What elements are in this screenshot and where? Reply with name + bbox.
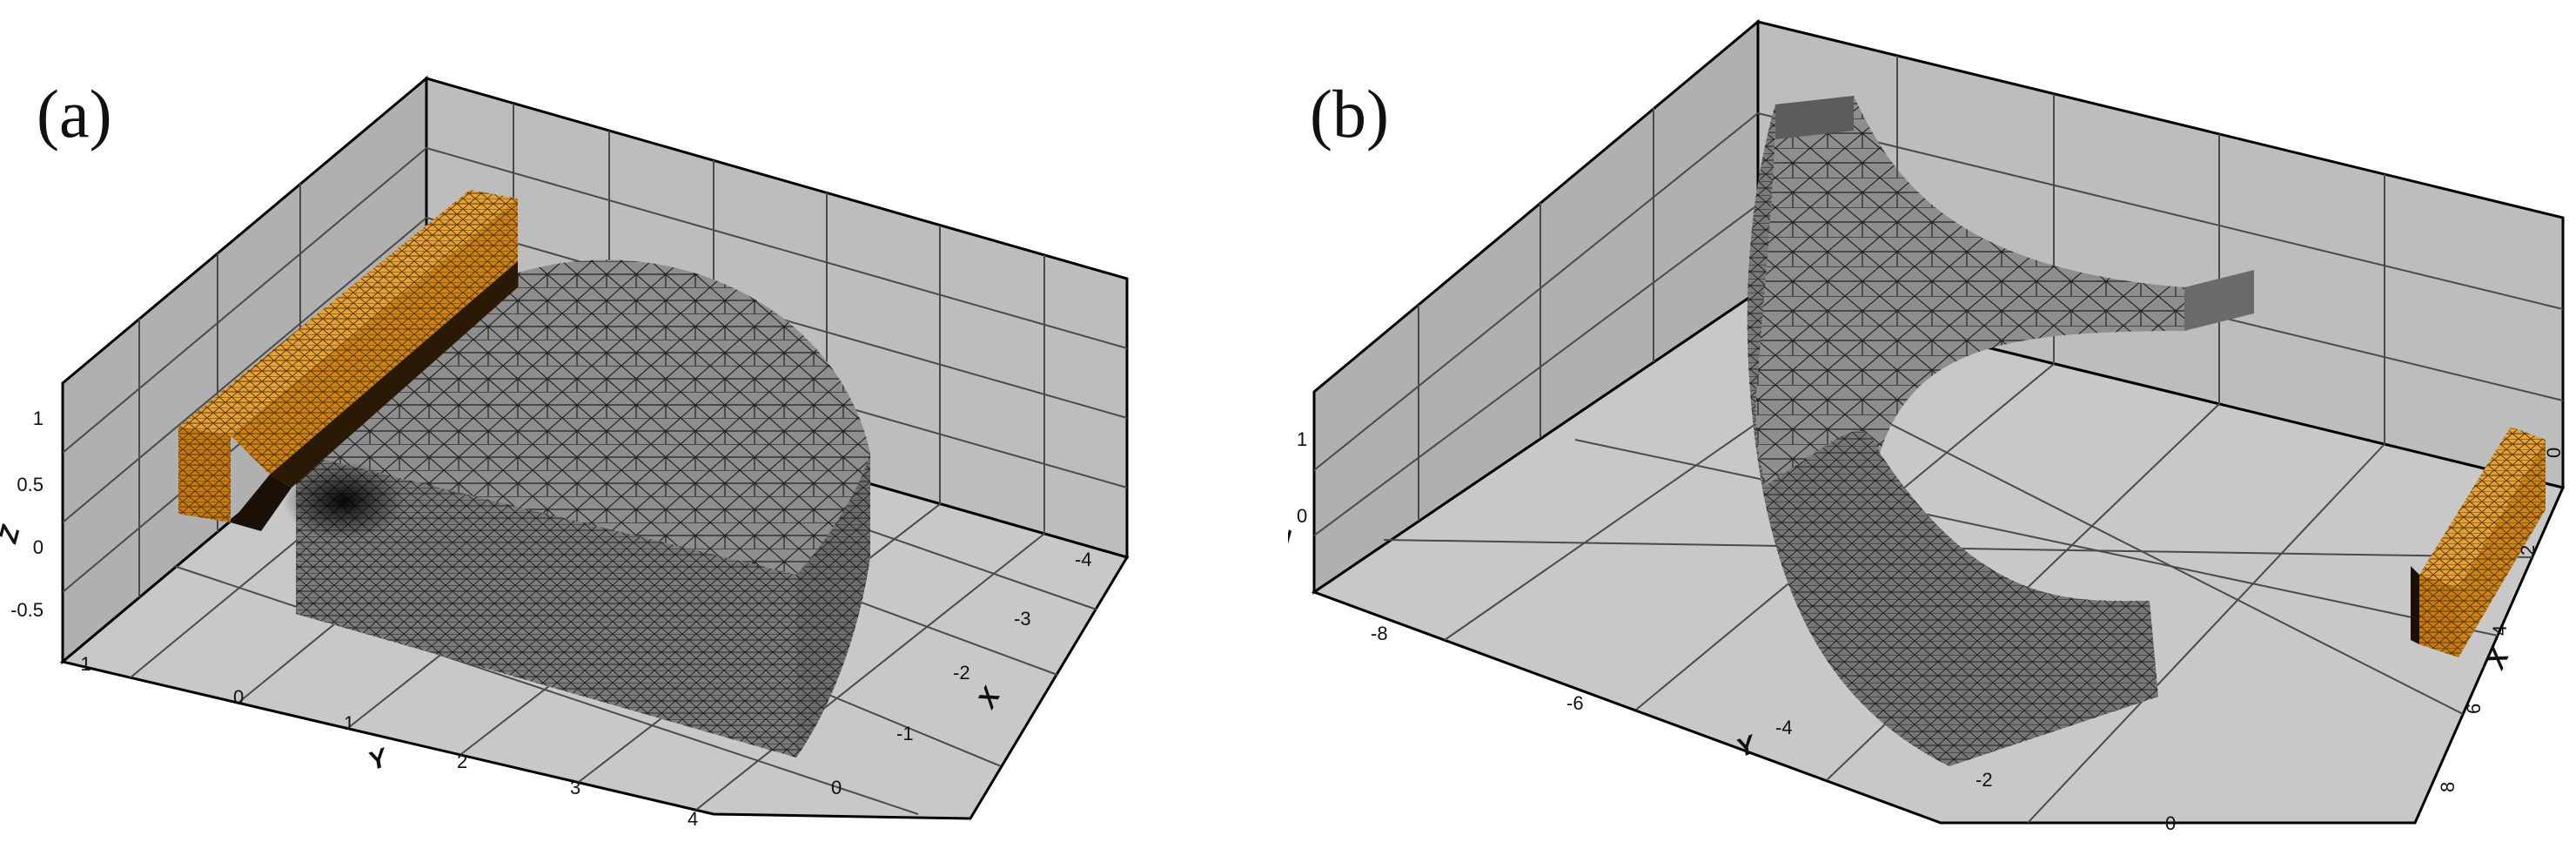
panel-a: (a) — [0, 75, 1130, 830]
tick-x-b-2: 4 — [2489, 625, 2511, 636]
coil-a — [178, 190, 518, 531]
tick-y-b-2: -4 — [1775, 717, 1793, 738]
bounding-box-b — [1311, 18, 2566, 825]
tick-x-a-4: -4 — [1075, 549, 1092, 570]
axis-title-y-a: Y — [365, 743, 393, 777]
tick-z-b-1: 0 — [1297, 505, 1307, 527]
panel-label-a: (a) — [37, 76, 112, 152]
tick-x-b-3: 6 — [2463, 704, 2485, 714]
tick-y-b-4: 0 — [2165, 812, 2176, 834]
tick-y-b-0: -8 — [1371, 623, 1388, 644]
tick-y-b-1: -6 — [1566, 692, 1584, 714]
tick-y-a-5: 4 — [688, 808, 698, 830]
tick-x-a-2: -2 — [953, 662, 970, 684]
tick-z-a-3: -0.5 — [10, 599, 44, 621]
tick-z-a-0: 1 — [33, 408, 44, 429]
tick-y-a-1: 0 — [233, 686, 244, 708]
axis-title-z-b: Z — [1288, 522, 1298, 547]
tick-z-a-2: 0 — [33, 536, 44, 558]
tick-x-a-1: -1 — [896, 723, 914, 744]
tick-x-a-0: 0 — [831, 777, 842, 798]
panel-b: (b) — [1288, 0, 2576, 842]
ticks-z-a: 1 0.5 0 -0.5 Z — [0, 408, 44, 621]
cylinder-mesh-a — [283, 259, 870, 758]
tick-x-a-3: -3 — [1014, 608, 1031, 630]
tick-z-b-0: 1 — [1297, 428, 1307, 450]
ticks-z-b: 1 0 Z — [1288, 428, 1307, 547]
tick-x-b-0: 0 — [2543, 448, 2565, 458]
tick-y-a-2: 1 — [344, 712, 354, 734]
mesh-plot-a: 1 0.5 0 -0.5 Z -1 0 1 2 3 4 Y 0 -1 -2 -3… — [0, 75, 1130, 830]
mesh-plot-b: 1 0 Z -8 -6 -4 -2 0 Y 0 2 4 6 8 X — [1288, 18, 2566, 834]
tick-y-a-0: -1 — [74, 653, 91, 675]
tick-y-a-4: 3 — [570, 777, 580, 798]
tick-x-b-1: 2 — [2517, 545, 2539, 556]
tick-y-a-3: 2 — [457, 751, 467, 772]
tick-x-b-4: 8 — [2437, 782, 2459, 792]
axis-title-z-a: Z — [0, 522, 26, 547]
tick-z-a-1: 0.5 — [17, 474, 44, 495]
coil-b — [2411, 427, 2546, 657]
arc-mesh-b — [1747, 96, 2254, 766]
panel-label-b: (b) — [1310, 76, 1389, 152]
tick-y-b-3: -2 — [1976, 769, 1993, 791]
